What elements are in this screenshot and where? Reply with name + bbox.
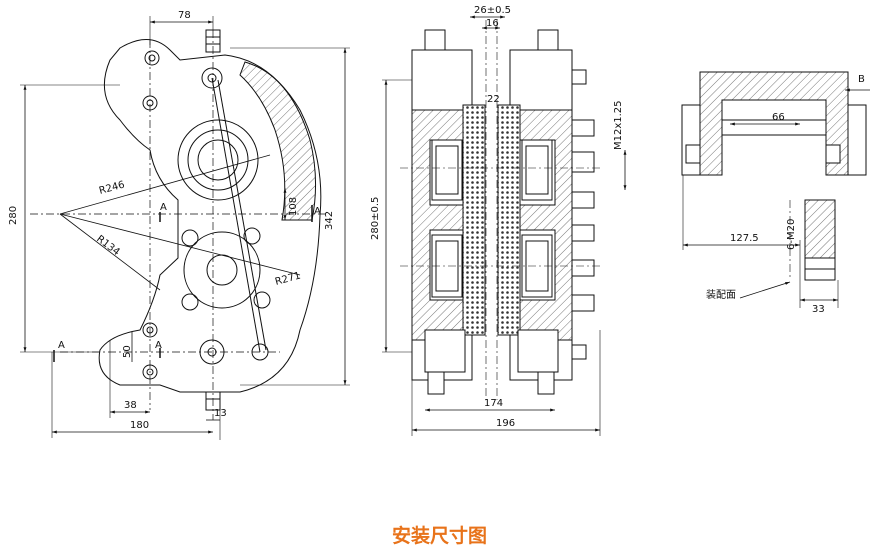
lower-piston-circle <box>183 231 261 309</box>
dim-78: 78 <box>178 10 191 21</box>
dim-22: 22 <box>487 94 500 105</box>
section-a-label: A <box>160 202 167 213</box>
dim-bolt: 6-M20 <box>786 219 797 250</box>
dim-r246: R246 <box>98 180 126 197</box>
dim-r271: R271 <box>274 271 302 288</box>
mount-block <box>804 199 836 259</box>
dim-50: 50 <box>122 345 133 358</box>
section-a-label: A <box>58 340 65 351</box>
dim-108: 108 <box>288 197 299 216</box>
dim-196: 196 <box>496 418 515 429</box>
dim-38: 38 <box>124 400 137 411</box>
left-view <box>20 16 350 440</box>
dim-280-left: 280 <box>8 206 19 225</box>
dim-r134: R134 <box>94 234 121 258</box>
dim-33: 33 <box>812 304 825 315</box>
brake-pad-right <box>497 104 521 336</box>
section-a-label: A <box>155 340 162 351</box>
dim-thread: M12x1.25 <box>613 100 624 150</box>
dim-127-5: 127.5 <box>730 233 759 244</box>
dim-gap: 26±0.5 <box>474 5 511 16</box>
dim-66: 66 <box>772 112 785 123</box>
middle-view <box>382 15 627 436</box>
mount-hole <box>144 50 160 66</box>
piston-circle <box>177 119 259 201</box>
section-a-label: A <box>314 206 321 217</box>
right-view <box>681 71 870 308</box>
hatched-arc <box>239 61 317 221</box>
dim-280-middle: 280±0.5 <box>370 197 381 240</box>
right-view-labels: B 66 127.5 6-M20 装配面 33 <box>706 74 865 315</box>
brake-pad-left <box>462 104 486 336</box>
middle-view-labels: 26±0.5 16 22 M12x1.25 280±0.5 174 196 <box>370 5 624 429</box>
dim-16: 16 <box>486 18 499 29</box>
dim-342: 342 <box>324 211 335 230</box>
dim-13: 13 <box>214 408 227 419</box>
figure-caption: 安装尺寸图 <box>391 525 487 547</box>
dim-174: 174 <box>484 398 503 409</box>
installation-drawing: 78 280 342 R246 R134 R271 108 50 38 180 … <box>8 5 870 440</box>
dim-180: 180 <box>130 420 149 431</box>
label-b: B <box>858 74 865 85</box>
label-mount-face: 装配面 <box>706 288 736 301</box>
